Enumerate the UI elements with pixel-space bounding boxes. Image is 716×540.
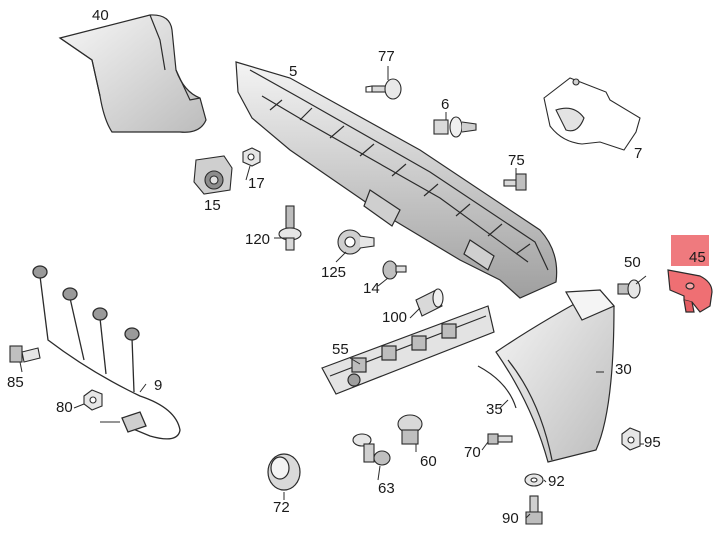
part-17-nut[interactable]	[242, 147, 261, 167]
label-part-75: 75	[508, 152, 525, 169]
part-85-clip[interactable]	[9, 345, 41, 363]
part-14-screw[interactable]	[382, 260, 407, 280]
part-125-clip[interactable]	[337, 229, 375, 255]
label-part-17: 17	[248, 175, 265, 192]
label-part-40: 40	[92, 7, 109, 24]
part-63-rivet[interactable]	[352, 433, 391, 466]
part-9-wiring-harness[interactable]	[32, 265, 181, 440]
part-45-highlight-tag	[671, 235, 709, 266]
part-120-bolt[interactable]	[278, 205, 302, 251]
part-15-sensor-holder[interactable]	[193, 155, 233, 195]
label-part-60: 60	[420, 453, 437, 470]
label-part-70: 70	[464, 444, 481, 461]
label-part-92: 92	[548, 473, 565, 490]
label-part-120: 120	[245, 231, 271, 248]
label-part-80: 80	[56, 399, 73, 416]
part-72-plug[interactable]	[267, 453, 301, 491]
label-part-5: 5	[289, 63, 298, 80]
leader-lines	[19, 66, 647, 519]
part-35-seal-strip[interactable]	[477, 365, 517, 409]
label-part-63: 63	[378, 480, 395, 497]
part-5-bumper-carrier[interactable]	[235, 61, 558, 299]
label-part-125: 125	[321, 264, 347, 281]
part-90-bolt[interactable]	[525, 495, 543, 525]
label-part-100: 100	[382, 309, 408, 326]
part-55-mounting-rail[interactable]	[321, 305, 495, 395]
part-75-screw[interactable]	[503, 173, 527, 191]
label-part-90: 90	[502, 510, 519, 527]
label-part-50: 50	[624, 254, 641, 271]
label-part-95: 95	[644, 434, 661, 451]
label-part-77: 77	[378, 48, 395, 65]
part-40-corner-cover[interactable]	[58, 14, 207, 133]
part-6-clip[interactable]	[433, 116, 477, 138]
part-60-clip[interactable]	[397, 414, 423, 445]
part-70-screw[interactable]	[487, 433, 513, 445]
part-100-spacer[interactable]	[415, 288, 444, 317]
part-30-bumper-side-cover[interactable]	[495, 289, 615, 463]
part-80-nut[interactable]	[83, 389, 103, 411]
label-part-9: 9	[154, 377, 163, 394]
label-part-14: 14	[363, 280, 380, 297]
label-part-35: 35	[486, 401, 503, 418]
label-part-45: 45	[689, 249, 706, 266]
label-part-7: 7	[634, 145, 643, 162]
label-part-85: 85	[7, 374, 24, 391]
label-part-55: 55	[332, 341, 349, 358]
label-part-15: 15	[204, 197, 221, 214]
part-45-cover-cap[interactable]	[667, 269, 713, 313]
label-part-30: 30	[615, 361, 632, 378]
label-part-6: 6	[441, 96, 450, 113]
part-95-nut[interactable]	[621, 427, 641, 451]
part-50-clip[interactable]	[617, 279, 641, 299]
part-7-bracket[interactable]	[543, 77, 641, 151]
part-77-bolt[interactable]	[365, 78, 402, 100]
part-92-washer[interactable]	[524, 473, 544, 487]
label-part-72: 72	[273, 499, 290, 516]
